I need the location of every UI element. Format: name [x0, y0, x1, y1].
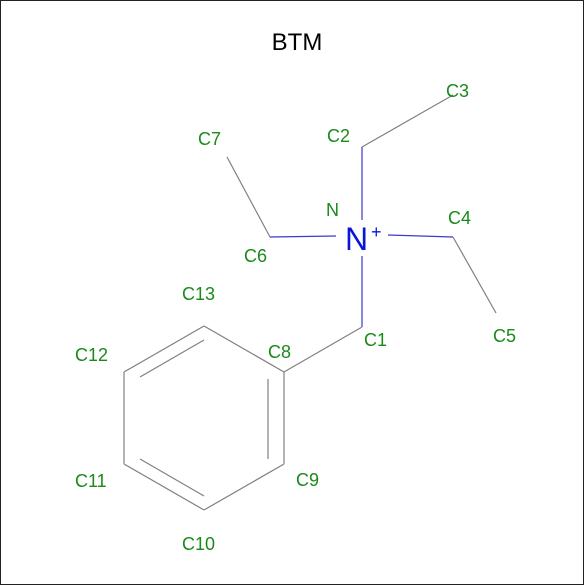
bond-n-c4 [387, 234, 454, 238]
bond-c6-n [269, 235, 337, 238]
atom-label-c10: C10 [182, 534, 215, 554]
atom-label-c4: C4 [448, 208, 471, 228]
bond-inner-c13-c12 [139, 339, 205, 378]
bond-c2-c3 [361, 94, 454, 148]
atom-label-c13: C13 [182, 284, 215, 304]
atom-label-c11: C11 [75, 471, 107, 491]
atom-label-n: N [326, 200, 339, 220]
bond-c8-c13 [203, 325, 285, 373]
bond-c1-c8 [283, 326, 363, 373]
atom-label-c2: C2 [327, 126, 350, 146]
bond-inner-c11-c10 [139, 458, 205, 497]
bonds [123, 94, 497, 511]
atom-labels: N C1 C2 C3 C4 C5 C6 C7 C8 C9 C10 C11 C12… [75, 81, 516, 554]
atom-label-c8: C8 [268, 342, 291, 362]
atom-label-c5: C5 [493, 326, 516, 346]
atom-label-c7: C7 [198, 129, 221, 149]
bond-c13-c12 [123, 325, 205, 373]
bond-c10-c9 [203, 463, 285, 511]
atom-label-c1: C1 [364, 330, 387, 350]
nitrogen-symbol: N [345, 221, 368, 257]
bond-c7-c6 [226, 156, 271, 238]
bond-c4-c5 [452, 236, 497, 314]
molecule-title: BTM [272, 29, 323, 56]
atom-label-c3: C3 [446, 81, 469, 101]
atom-label-c12: C12 [75, 345, 108, 365]
nitrogen-charge: + [371, 222, 382, 242]
bond-c11-c10 [123, 463, 205, 511]
atom-label-c9: C9 [296, 470, 319, 490]
atom-label-c6: C6 [244, 246, 267, 266]
